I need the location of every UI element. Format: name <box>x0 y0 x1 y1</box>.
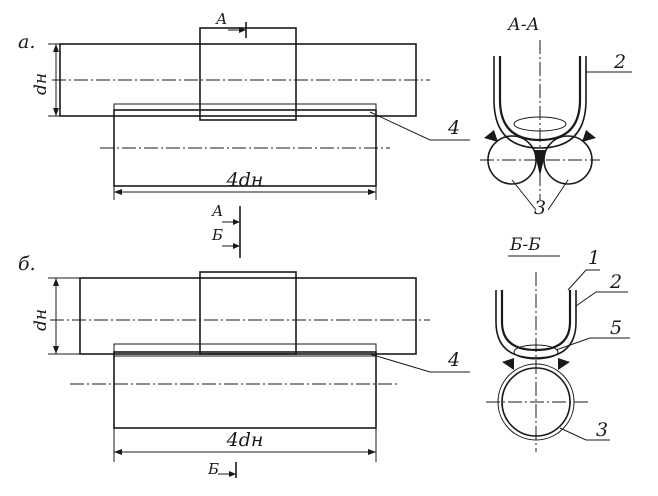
section-b-arrowhead <box>229 471 236 477</box>
section-b-callout-3: 3 <box>596 419 608 441</box>
section-a-arrowhead <box>239 27 246 33</box>
section-b-callout-2: 2 <box>609 271 622 293</box>
dim-arrows <box>53 44 59 116</box>
section-a-fillet-right <box>582 130 596 142</box>
variant-a-view: dн 4dн а. А 4 <box>18 10 470 200</box>
variant-a-splice-plate <box>199 27 297 121</box>
variant-a-weld-seam <box>113 103 377 117</box>
variant-a-label: а. <box>18 31 35 53</box>
section-a-plate-outline <box>493 56 587 149</box>
dim-arrows <box>53 278 59 354</box>
variant-b-length-label: 4dн <box>226 429 264 451</box>
variant-b-upper-bar <box>79 277 417 355</box>
section-b-b-title: Б-Б <box>509 235 541 255</box>
section-b-plate-outline <box>495 290 577 359</box>
variant-b-view: dн 4dн б. Б 4 <box>18 253 470 478</box>
variant-b-callout-4-leader <box>369 353 470 373</box>
variant-a-section-mark: А <box>215 10 227 28</box>
section-b-callout-3-leader <box>559 427 610 441</box>
section-a-fillet-left <box>484 130 498 142</box>
section-b-fillet-right <box>558 358 570 370</box>
variant-a-callout-4: 4 <box>447 117 460 139</box>
variant-a-diameter-label: dн <box>31 73 51 95</box>
section-b-callout-1: 1 <box>588 247 600 269</box>
mid-mark-b: Б <box>211 226 223 244</box>
variant-a-length-label: 4dн <box>226 169 264 191</box>
section-b-callout-2-leader <box>575 291 628 307</box>
mid-mark-a: А <box>211 202 223 220</box>
variant-b-label: б. <box>18 253 36 275</box>
variant-b-section-mark: Б <box>207 460 219 478</box>
section-b-callout-1-leader <box>567 269 600 291</box>
variant-b-lower-bar <box>113 351 377 429</box>
variant-b-diameter-label: dн <box>31 309 51 331</box>
section-b-callout-5-leader <box>555 337 630 351</box>
variant-b-callout-4: 4 <box>447 349 460 371</box>
section-b-b-view: Б-Б 1 2 5 3 <box>486 235 630 452</box>
section-a-callout-3: 3 <box>534 197 546 219</box>
section-b-fillet-left <box>502 358 514 370</box>
section-b-callout-5: 5 <box>610 317 622 339</box>
variant-a-callout-4-leader <box>369 111 470 141</box>
mid-arrowhead-a <box>233 219 240 225</box>
section-a-callout-3-leader-l <box>511 179 537 211</box>
variant-b-splice-plate <box>199 271 297 355</box>
section-a-callout-3-leader-r <box>547 179 569 211</box>
section-a-a-title: А-А <box>507 15 540 35</box>
variant-b-weld-seam <box>113 343 377 357</box>
section-a-callout-2: 2 <box>613 51 626 73</box>
mid-arrowhead-b <box>233 243 240 249</box>
mid-section-marks: А Б <box>211 202 241 258</box>
section-a-a-view: А-А 2 3 <box>480 15 632 219</box>
